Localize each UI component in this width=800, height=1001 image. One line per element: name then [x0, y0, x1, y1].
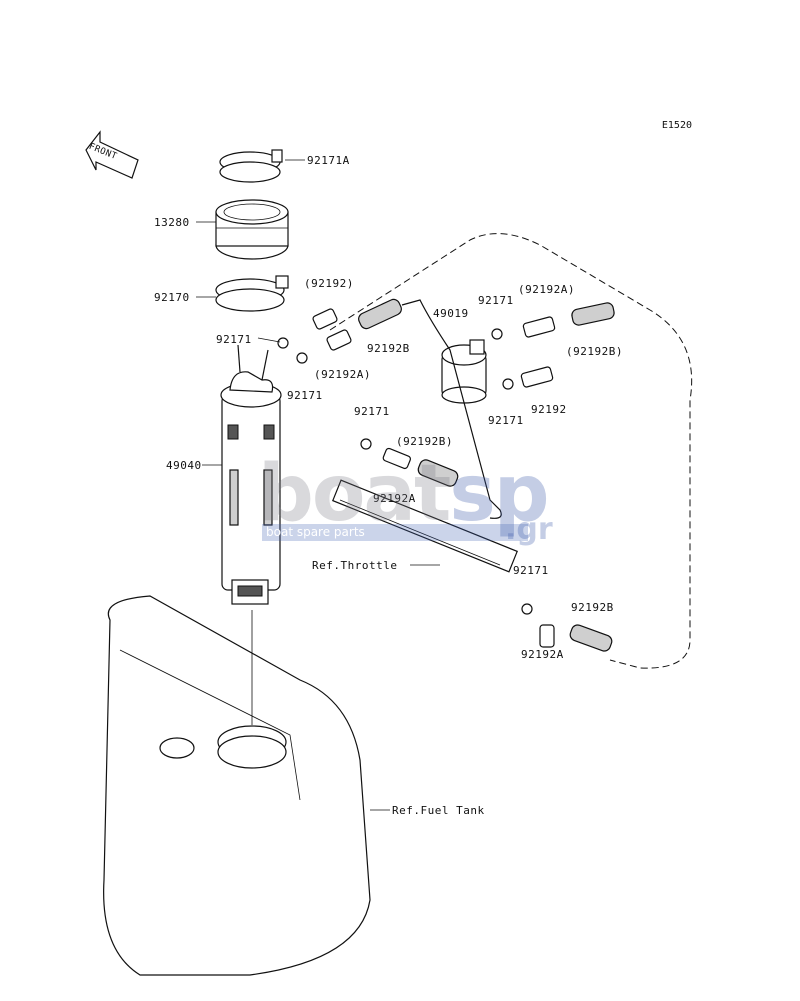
label-92171-f: 92171 — [513, 564, 549, 577]
clamp-92171a — [219, 149, 283, 183]
watermark-logo: boatsp — [258, 455, 550, 533]
label-13280: 13280 — [154, 216, 190, 229]
watermark-brand-a: boat — [258, 449, 451, 539]
label-92171-a: 92171 — [216, 333, 252, 346]
label-92192b-a: 92192B — [367, 342, 410, 355]
label-92192b-paren-b: (92192B) — [396, 435, 453, 448]
label-92192a-b: 92192A — [521, 648, 564, 661]
label-ref-fuel-tank: Ref.Fuel Tank — [392, 804, 485, 817]
label-49019: 49019 — [433, 307, 469, 320]
label-92192b-paren-a: (92192B) — [566, 345, 623, 358]
label-92171-d: 92171 — [488, 414, 524, 427]
watermark-tagline: boat spare parts — [262, 524, 528, 541]
hose-route-solid — [401, 299, 502, 519]
label-92192a-paren-b: (92192A) — [518, 283, 575, 296]
label-49040: 49040 — [166, 459, 202, 472]
label-92192a-paren-a: (92192A) — [314, 368, 371, 381]
throttle-fuel-rail — [332, 438, 613, 652]
label-ref-throttle: Ref.Throttle — [312, 559, 398, 572]
label-92171-e: 92171 — [354, 405, 390, 418]
hose-group-right — [491, 302, 615, 390]
watermark-brand-b: sp — [449, 449, 549, 539]
fuel-filter-49019 — [441, 339, 487, 404]
diagram-code: E1520 — [661, 120, 692, 131]
label-92171-c: 92171 — [478, 294, 514, 307]
leader-lines — [196, 159, 440, 811]
fuel-pump-49040 — [220, 344, 282, 605]
label-92171-b: 92171 — [287, 389, 323, 402]
label-92192-paren: (92192) — [304, 277, 354, 290]
hose-group-left — [277, 298, 402, 364]
label-92192a-a: 92192A — [373, 492, 416, 505]
grommet-13280 — [215, 199, 289, 260]
hose-route-dashed — [329, 233, 693, 669]
watermark-tld: .gr — [505, 512, 553, 547]
clamp-92170 — [215, 275, 289, 312]
label-92171a: 92171A — [307, 154, 350, 167]
label-92170: 92170 — [154, 291, 190, 304]
label-92192: 92192 — [531, 403, 567, 416]
fuel-tank — [103, 595, 371, 976]
front-arrow-icon — [85, 130, 139, 179]
label-92192b-b: 92192B — [571, 601, 614, 614]
